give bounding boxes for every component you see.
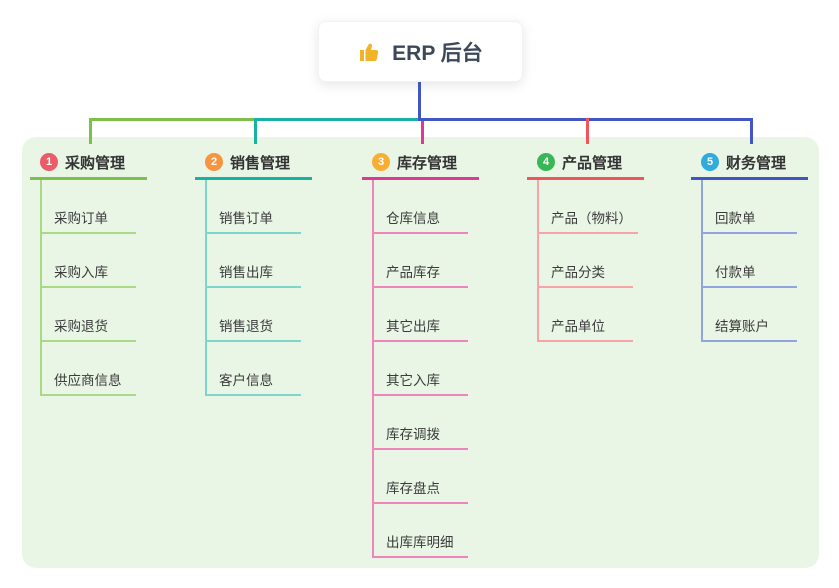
child-row: 出库库明细 <box>374 504 479 558</box>
child-node[interactable]: 仓库信息 <box>374 207 468 234</box>
branch-column-2: 2 销售管理 销售订单 销售出库 销售退货 客户信息 <box>195 147 312 396</box>
child-row: 客户信息 <box>207 342 312 396</box>
rail-branch-2 <box>253 118 421 121</box>
child-node[interactable]: 供应商信息 <box>42 369 136 396</box>
child-node[interactable]: 采购订单 <box>42 207 136 234</box>
rail-branch-5 <box>418 118 752 121</box>
drop-line-branch-2 <box>253 118 257 144</box>
child-row: 仓库信息 <box>374 180 479 234</box>
branch-number-badge: 3 <box>372 153 390 171</box>
child-row: 其它出库 <box>374 288 479 342</box>
branch-column-4: 4 产品管理 产品（物料） 产品分类 产品单位 <box>527 147 644 342</box>
child-node[interactable]: 销售退货 <box>207 315 301 342</box>
child-row: 销售出库 <box>207 234 312 288</box>
branch-column-1: 1 采购管理 采购订单 采购入库 采购退货 供应商信息 <box>30 147 147 396</box>
child-row: 产品分类 <box>539 234 644 288</box>
branch-number-badge: 4 <box>537 153 555 171</box>
child-row: 其它入库 <box>374 342 479 396</box>
branch-title: 采购管理 <box>65 154 126 172</box>
child-node[interactable]: 其它入库 <box>374 369 468 396</box>
child-node[interactable]: 库存盘点 <box>374 477 468 504</box>
child-row: 产品库存 <box>374 234 479 288</box>
branch-column-5: 5 财务管理 回款单 付款单 结算账户 <box>691 147 808 342</box>
branch-title: 财务管理 <box>726 154 787 172</box>
branch-children: 采购订单 采购入库 采购退货 供应商信息 <box>40 180 147 396</box>
drop-line-branch-3 <box>421 121 424 144</box>
branch-number-badge: 2 <box>205 153 223 171</box>
child-row: 产品（物料） <box>539 180 644 234</box>
child-row: 付款单 <box>703 234 808 288</box>
branch-number-badge: 1 <box>40 153 58 171</box>
child-row: 销售订单 <box>207 180 312 234</box>
child-node[interactable]: 产品分类 <box>539 261 633 288</box>
child-node[interactable]: 其它出库 <box>374 315 468 342</box>
child-node[interactable]: 销售出库 <box>207 261 301 288</box>
child-node[interactable]: 产品库存 <box>374 261 468 288</box>
child-node[interactable]: 采购退货 <box>42 315 136 342</box>
child-row: 产品单位 <box>539 288 644 342</box>
child-node[interactable]: 产品（物料） <box>539 207 638 234</box>
child-row: 采购入库 <box>42 234 147 288</box>
child-node[interactable]: 回款单 <box>703 207 797 234</box>
root-title: ERP 后台 <box>392 41 483 65</box>
branch-title: 库存管理 <box>397 154 458 172</box>
root-stem-line <box>418 82 421 121</box>
branch-title: 销售管理 <box>230 154 291 172</box>
branch-children: 仓库信息 产品库存 其它出库 其它入库 库存调拨 库存盘点 出库库明细 <box>372 180 479 558</box>
branch-children: 产品（物料） 产品分类 产品单位 <box>537 180 644 342</box>
child-row: 供应商信息 <box>42 342 147 396</box>
child-node[interactable]: 采购入库 <box>42 261 136 288</box>
branches-panel <box>22 137 819 568</box>
child-row: 库存盘点 <box>374 450 479 504</box>
child-node[interactable]: 产品单位 <box>539 315 633 342</box>
child-node[interactable]: 结算账户 <box>703 315 797 342</box>
branch-title: 产品管理 <box>562 154 623 172</box>
branch-number-badge: 5 <box>701 153 719 171</box>
child-row: 回款单 <box>703 180 808 234</box>
child-row: 销售退货 <box>207 288 312 342</box>
drop-line-branch-1 <box>88 118 92 144</box>
branch-header[interactable]: 5 财务管理 <box>691 147 808 180</box>
branch-header[interactable]: 1 采购管理 <box>30 147 147 180</box>
branch-column-3: 3 库存管理 仓库信息 产品库存 其它出库 其它入库 库存调拨 库存盘点 出库库… <box>362 147 479 558</box>
child-node[interactable]: 客户信息 <box>207 369 301 396</box>
drop-line-branch-4 <box>585 118 589 144</box>
branch-children: 回款单 付款单 结算账户 <box>701 180 808 342</box>
child-row: 结算账户 <box>703 288 808 342</box>
drop-line-branch-5 <box>749 118 753 144</box>
child-node[interactable]: 销售订单 <box>207 207 301 234</box>
branch-header[interactable]: 4 产品管理 <box>527 147 644 180</box>
branch-children: 销售订单 销售出库 销售退货 客户信息 <box>205 180 312 396</box>
child-row: 采购退货 <box>42 288 147 342</box>
child-node[interactable]: 库存调拨 <box>374 423 468 450</box>
child-node[interactable]: 出库库明细 <box>374 531 468 558</box>
branch-header[interactable]: 3 库存管理 <box>362 147 479 180</box>
branch-header[interactable]: 2 销售管理 <box>195 147 312 180</box>
child-row: 采购订单 <box>42 180 147 234</box>
child-node[interactable]: 付款单 <box>703 261 797 288</box>
thumbs-up-icon <box>360 43 379 61</box>
root-node[interactable]: ERP 后台 <box>318 21 523 82</box>
rail-branch-1 <box>88 118 254 121</box>
child-row: 库存调拨 <box>374 396 479 450</box>
